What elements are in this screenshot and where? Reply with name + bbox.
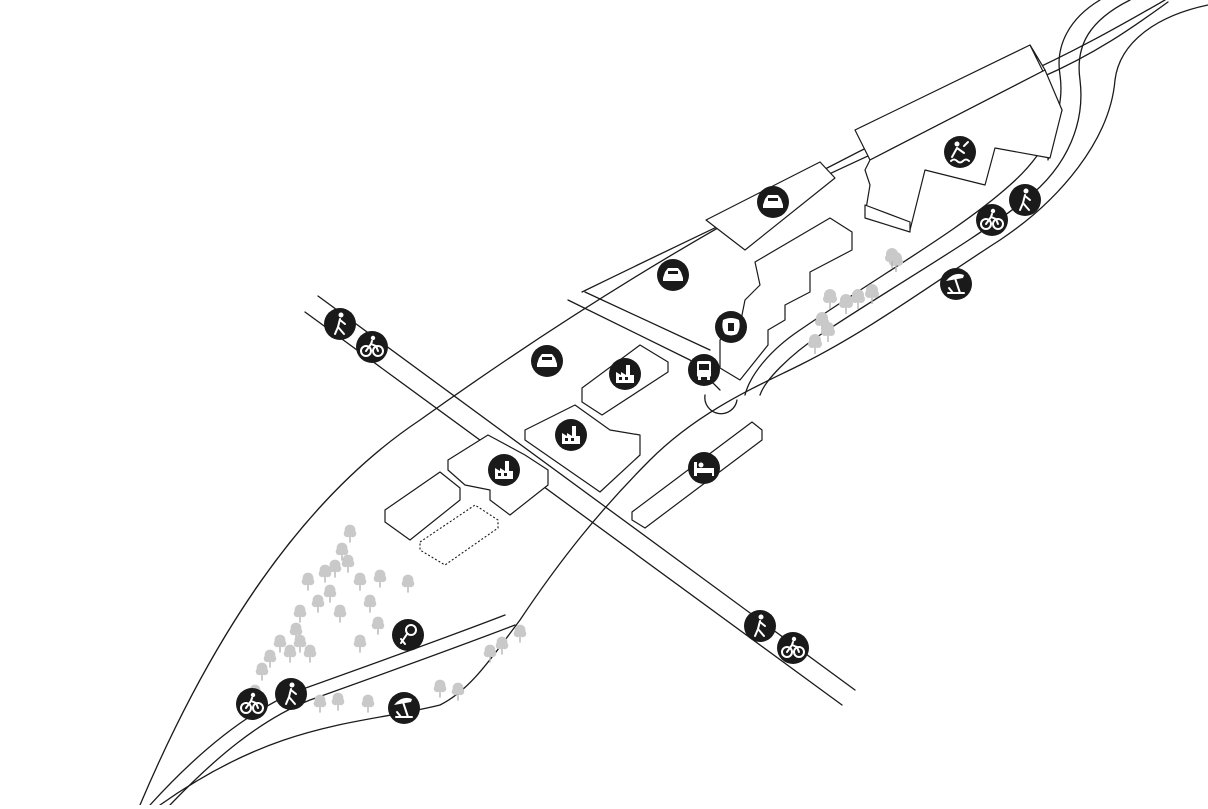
tree [313, 694, 327, 713]
bus-icon [688, 354, 720, 386]
tree [373, 569, 387, 588]
tree [823, 289, 837, 309]
tree [361, 694, 375, 713]
industry-icon [488, 454, 520, 486]
tree [303, 644, 317, 663]
swimming-pool-icon [944, 136, 976, 168]
tree [343, 524, 357, 543]
tree [401, 574, 415, 593]
southern-shoreline [159, 4, 1208, 806]
beach-umbrella-icon [940, 268, 972, 300]
tree [483, 644, 497, 663]
tree [851, 289, 865, 309]
amenity-icons [236, 136, 1041, 724]
site-boundary [139, 0, 1166, 806]
bicycle-icon [236, 688, 268, 720]
tree [311, 594, 325, 613]
tree [353, 572, 367, 591]
pedestrian-icon [324, 308, 356, 340]
tree [495, 636, 509, 655]
tree [318, 564, 332, 583]
coastal-path-right [744, 0, 1101, 396]
tree [865, 284, 879, 304]
tree [885, 248, 899, 268]
bicycle-icon [356, 331, 388, 363]
tree [335, 542, 349, 561]
tree [513, 624, 527, 643]
tree [451, 682, 465, 701]
pedestrian-icon [1009, 184, 1041, 216]
tree [301, 572, 315, 591]
tree [363, 594, 377, 613]
tree [293, 604, 307, 623]
tree [353, 634, 367, 653]
tree [283, 644, 297, 663]
tree [273, 634, 287, 653]
playground-icon [392, 619, 424, 651]
beach-umbrella-icon [388, 692, 420, 724]
car-icon [657, 259, 689, 291]
industry-icon [609, 358, 641, 390]
tree [328, 559, 342, 578]
tree [331, 692, 345, 711]
tree [323, 584, 337, 603]
car-icon [531, 345, 563, 377]
main-road-edge [304, 311, 843, 706]
pedestrian-icon [275, 678, 307, 710]
hotel-bed-icon [688, 452, 720, 484]
tree [839, 294, 853, 314]
tree [333, 604, 347, 623]
pedestrian-icon [744, 610, 776, 642]
bicycle-icon [976, 204, 1008, 236]
tree [289, 622, 303, 641]
industry-block-4 [384, 471, 461, 541]
trees-north-cluster [808, 248, 903, 354]
tree [433, 679, 447, 698]
bicycle-icon [777, 632, 809, 664]
car-icon [757, 186, 789, 218]
trees-south-cluster [248, 524, 527, 713]
tree [255, 662, 269, 681]
tree [821, 322, 835, 342]
industry-block-2 [524, 404, 641, 493]
coastal-path-left-inner [169, 624, 516, 806]
tree [371, 616, 385, 635]
tree [341, 554, 355, 573]
roundabout [704, 394, 738, 415]
tree [293, 634, 307, 653]
tree [263, 649, 277, 668]
childcare-icon [715, 311, 747, 343]
internal-road-b [584, 291, 711, 351]
industry-icon [555, 419, 587, 451]
planned-block-dashed [419, 504, 499, 566]
tree [808, 334, 822, 354]
